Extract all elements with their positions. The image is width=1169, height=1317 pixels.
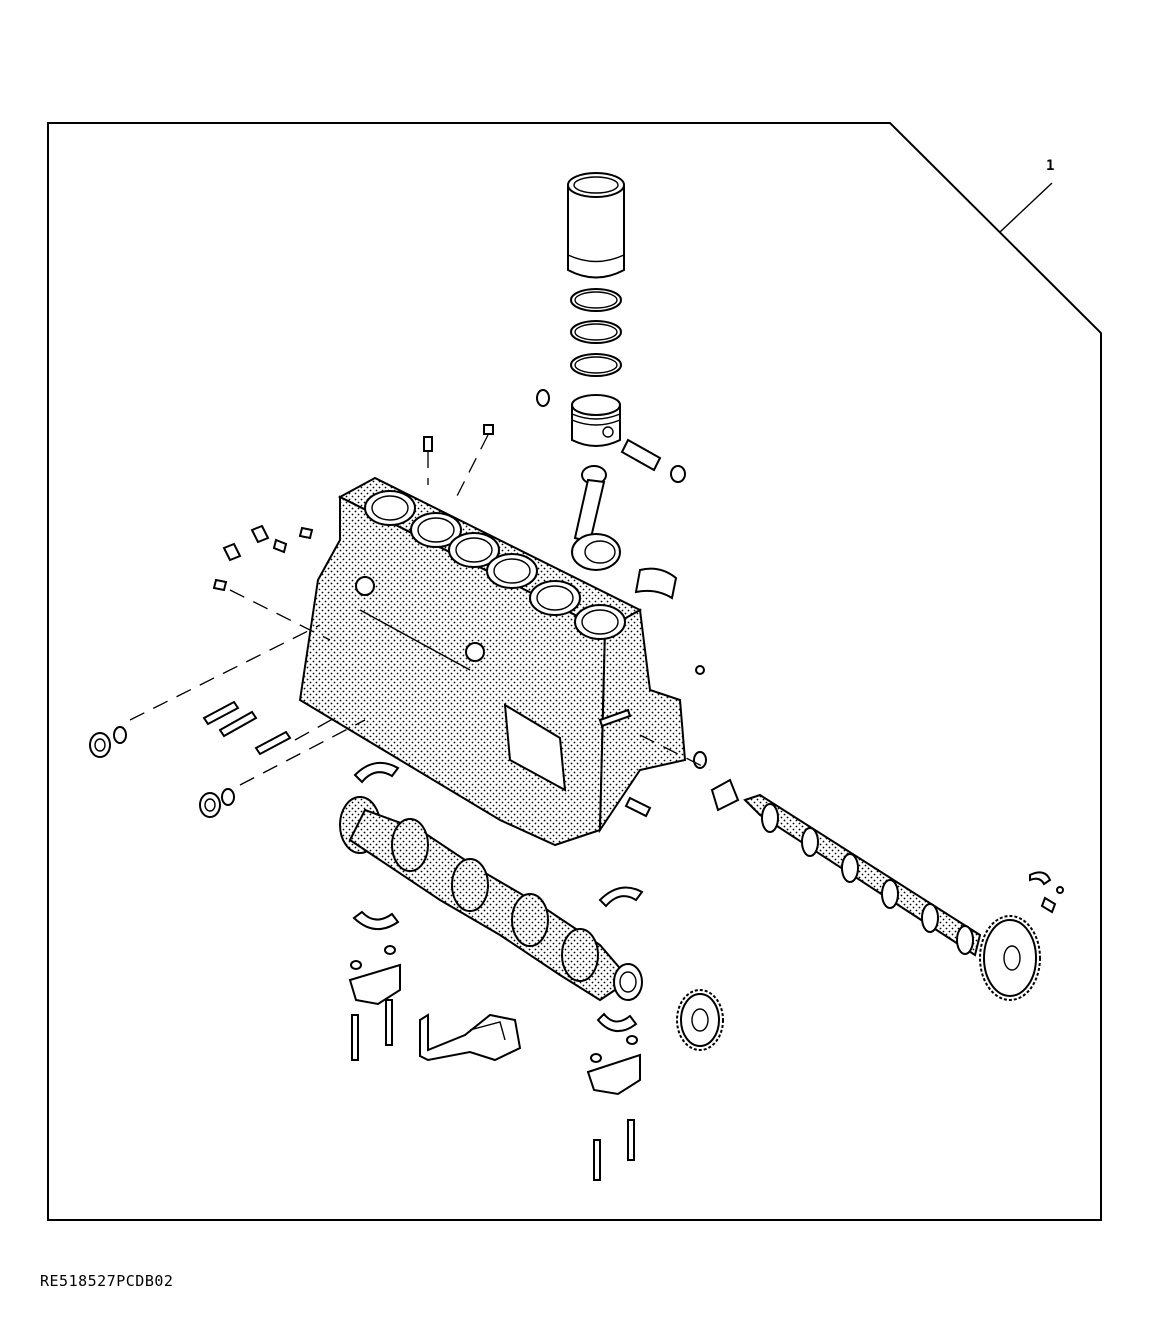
- dowel-pin-icon: [423, 424, 494, 501]
- connecting-rod-icon: [571, 465, 678, 600]
- plug-seal-icon: [89, 665, 707, 818]
- gear-icon: [676, 989, 724, 1051]
- item-callout-number: 1: [1046, 158, 1055, 174]
- o-ring-seal-icon: [570, 288, 622, 377]
- bolt-icon: [202, 524, 652, 818]
- bearing-shell-icon: [352, 761, 1052, 1032]
- callout-leader-line: [999, 182, 1053, 233]
- piston-icon: [536, 389, 686, 483]
- engine-block-illustration: [298, 476, 687, 847]
- diagram-frame: [47, 122, 1102, 1221]
- assembly-guide-lines: [129, 589, 711, 786]
- crankshaft-icon: [339, 796, 643, 1002]
- cylinder-liner-icon: [567, 172, 625, 279]
- oil-pump-icon: [419, 1013, 522, 1062]
- bearing-cap-icon: [348, 945, 641, 1181]
- diagram-reference-code: RE518527PCDB02: [40, 1272, 174, 1290]
- camshaft-icon: [710, 778, 1064, 1001]
